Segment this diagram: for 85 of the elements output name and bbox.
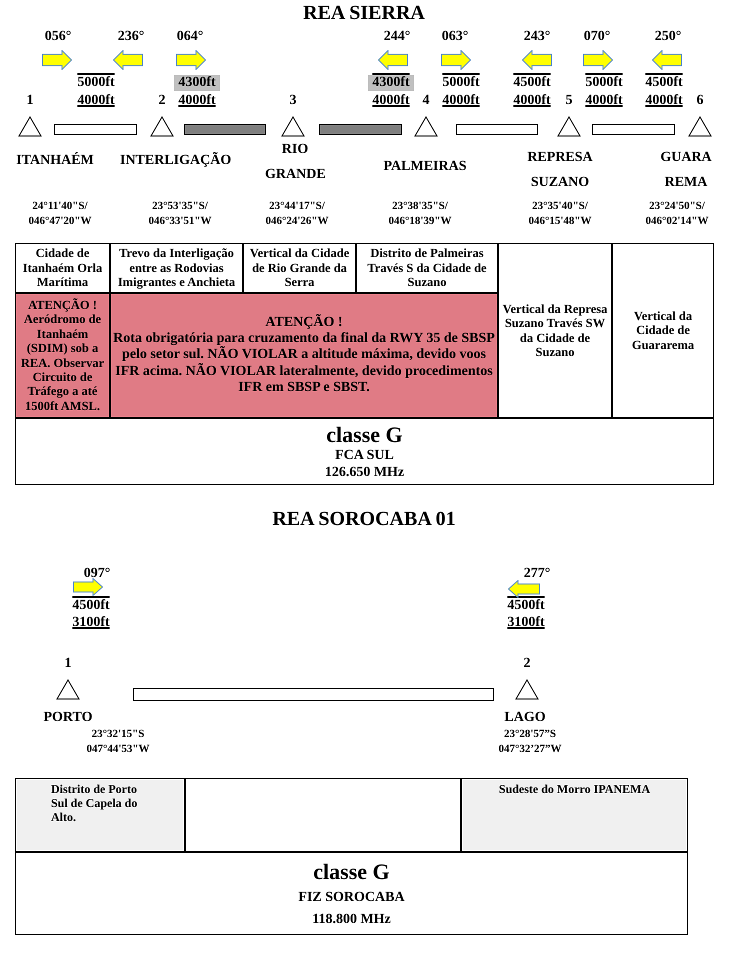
table-cell: Cidade de Itanhaém Orla Marítima xyxy=(15,243,110,293)
coordinates: 23°38'35"S/ 046°18'39"W xyxy=(387,199,453,229)
waypoint-triangle xyxy=(150,116,174,137)
altitude-label: 4000ft xyxy=(177,93,217,110)
course-label: 236° xyxy=(116,29,146,46)
course-label: 097° xyxy=(82,566,112,582)
waypoint-triangle xyxy=(414,116,438,137)
course-label: 056° xyxy=(44,29,72,46)
controlling-unit: FIZ SOROCABA xyxy=(298,890,405,906)
waypoint-triangle xyxy=(557,116,581,137)
table-cell: Vertical da Cidade de Guararema xyxy=(612,243,714,418)
table-cell: Vertical da Represa Suzano Través SW da Cidade de Suzano xyxy=(498,243,612,418)
table-cell: Trevo da Interligação entre as Rodovias Imigrantes e Anchieta xyxy=(110,243,243,293)
route-bar xyxy=(456,124,538,135)
waypoint-name: REPRESA SUZANO xyxy=(526,149,594,192)
waypoint-triangle xyxy=(281,116,305,137)
altitude-label: 5000ft xyxy=(441,75,481,92)
coordinates: 23°35'40"S/ 046°15'48"W xyxy=(527,199,593,229)
route-bar xyxy=(319,124,402,135)
waypoint-triangle xyxy=(56,679,80,700)
waypoint-name: GUARA REMA xyxy=(659,149,713,192)
warning-text: Rota obrigatória para cruzamento da final da RWY 35 de SBSP pelo setor sul. NÃO VIOLAR a altitude máxima, devido voos IFR acima. NÃO VIOLAR lateralmente, devido procedimentos IFR em SBSP e SBST. xyxy=(113,331,495,396)
frequency-label: 118.800 MHz xyxy=(312,912,391,928)
section-title: REA SIERRA xyxy=(302,2,426,25)
altitude-label: 4300ft xyxy=(368,75,414,92)
altitude-label: 4300ft xyxy=(174,75,220,92)
warning-title: ATENÇÃO ! xyxy=(265,315,343,332)
frequency-label: 126.650 MHz xyxy=(324,465,404,482)
waypoint-triangle xyxy=(688,116,712,137)
waypoint-number: 2 xyxy=(158,93,166,110)
coordinates: 23°53'35"S/ 046°33'51"W xyxy=(147,199,213,229)
altitude-label: 4000ft xyxy=(512,93,552,110)
warning-cell: ATENÇÃO ! Aeródromo de Itanhaém (SDIM) sob a REA. Observar Circuito de Tráfego a até 1500ft AMSL. xyxy=(15,293,110,418)
route-bar xyxy=(184,124,266,135)
waypoint-name: ITANHAÉM xyxy=(15,151,95,170)
controlling-unit: FCA SUL xyxy=(335,448,394,464)
altitude-label: 5000ft xyxy=(76,75,116,92)
airspace-class: classe G xyxy=(313,858,390,884)
waypoint-number: 6 xyxy=(696,93,704,110)
altitude-label: 4000ft xyxy=(76,93,116,110)
table-cell: Distrito de Porto Sul de Capela do Alto. xyxy=(15,778,185,852)
route-bar xyxy=(54,124,137,135)
altitude-label: 4000ft xyxy=(644,93,684,110)
altitude-label: 3100ft xyxy=(506,615,546,632)
waypoint-name: PORTO xyxy=(42,710,94,726)
waypoint-name: RIO GRANDE xyxy=(265,141,325,184)
route-bar xyxy=(133,688,494,701)
altitude-label: 4500ft xyxy=(512,75,552,92)
course-label: 277° xyxy=(522,566,552,582)
coordinates: 23°32'15"S 047°44'53"W xyxy=(85,727,151,757)
coordinates: 24°11'40"S/ 046°47'20"W xyxy=(27,199,93,229)
altitude-label: 5000ft xyxy=(584,75,624,92)
waypoint-number: 4 xyxy=(422,93,430,110)
airspace-class: classe G xyxy=(326,422,403,448)
altitude-label: 3100ft xyxy=(71,615,111,632)
course-label: 250° xyxy=(654,29,682,46)
altitude-label: 4500ft xyxy=(644,75,684,92)
altitude-label: 4000ft xyxy=(371,93,411,110)
waypoint-name: PALMEIRAS xyxy=(382,158,468,176)
waypoint-number: 5 xyxy=(564,93,574,110)
course-label: 244° xyxy=(382,29,412,46)
course-label: 063° xyxy=(440,29,470,46)
waypoint-name: INTERLIGAÇÃO xyxy=(120,151,230,170)
course-label: 070° xyxy=(582,29,612,46)
route-bar xyxy=(592,124,675,135)
waypoint-number: 2 xyxy=(522,656,532,672)
table-cell: Sudeste do Morro IPANEMA xyxy=(461,778,688,852)
waypoint-triangle xyxy=(515,679,539,700)
altitude-label: 4000ft xyxy=(584,93,624,110)
course-label: 064° xyxy=(176,29,204,46)
coordinates: 23°44'17"S/ 046°24'26"W xyxy=(264,199,330,229)
altitude-label: 4500ft xyxy=(71,598,111,614)
table-cell: Vertical da Cidade de Rio Grande da Serra xyxy=(243,243,356,293)
waypoint-number: 3 xyxy=(288,93,298,110)
altitude-label: 4000ft xyxy=(441,93,481,110)
coordinates: 23°28'57”S 047°32’27”W xyxy=(497,727,563,757)
section-title: REA SOROCABA 01 xyxy=(271,508,457,531)
table-cell: Distrito de Palmeiras Través S da Cidade de Suzano xyxy=(356,243,498,293)
coordinates: 23°24'50"S/ 046°02'14"W xyxy=(644,199,710,229)
waypoint-number: 1 xyxy=(64,656,72,672)
altitude-label: 4500ft xyxy=(506,598,546,614)
waypoint-number: 1 xyxy=(26,93,34,110)
course-label: 243° xyxy=(522,29,552,46)
waypoint-name: LAGO xyxy=(503,710,547,726)
waypoint-triangle xyxy=(18,116,42,137)
